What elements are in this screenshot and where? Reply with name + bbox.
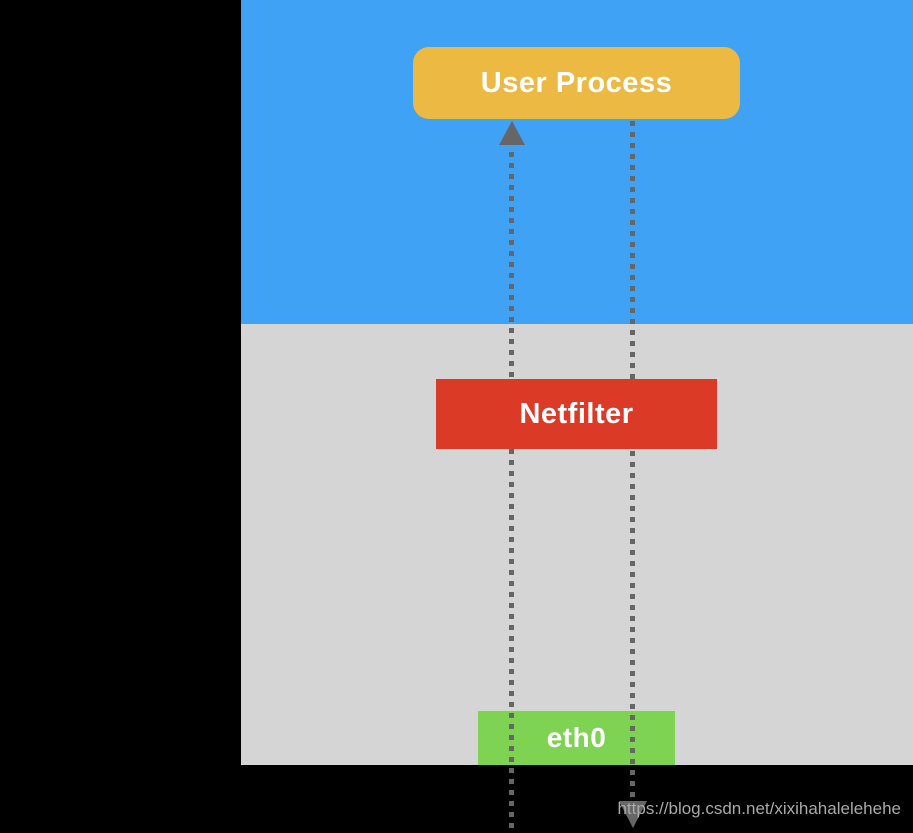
arrow-down-icon (619, 801, 647, 828)
eth0-node: eth0 (478, 711, 675, 765)
outbound-flow-line (630, 121, 635, 800)
user-process-label: User Process (480, 66, 673, 99)
netfilter-node: Netfilter (436, 379, 717, 449)
arrow-up-icon (499, 121, 525, 145)
netfilter-label: Netfilter (519, 397, 634, 430)
user-process-node: User Process (413, 47, 740, 119)
watermark-url: https://blog.csdn.net/xixihahalelehehe (617, 799, 901, 818)
eth0-label: eth0 (546, 722, 607, 753)
inbound-flow-line (509, 152, 514, 828)
